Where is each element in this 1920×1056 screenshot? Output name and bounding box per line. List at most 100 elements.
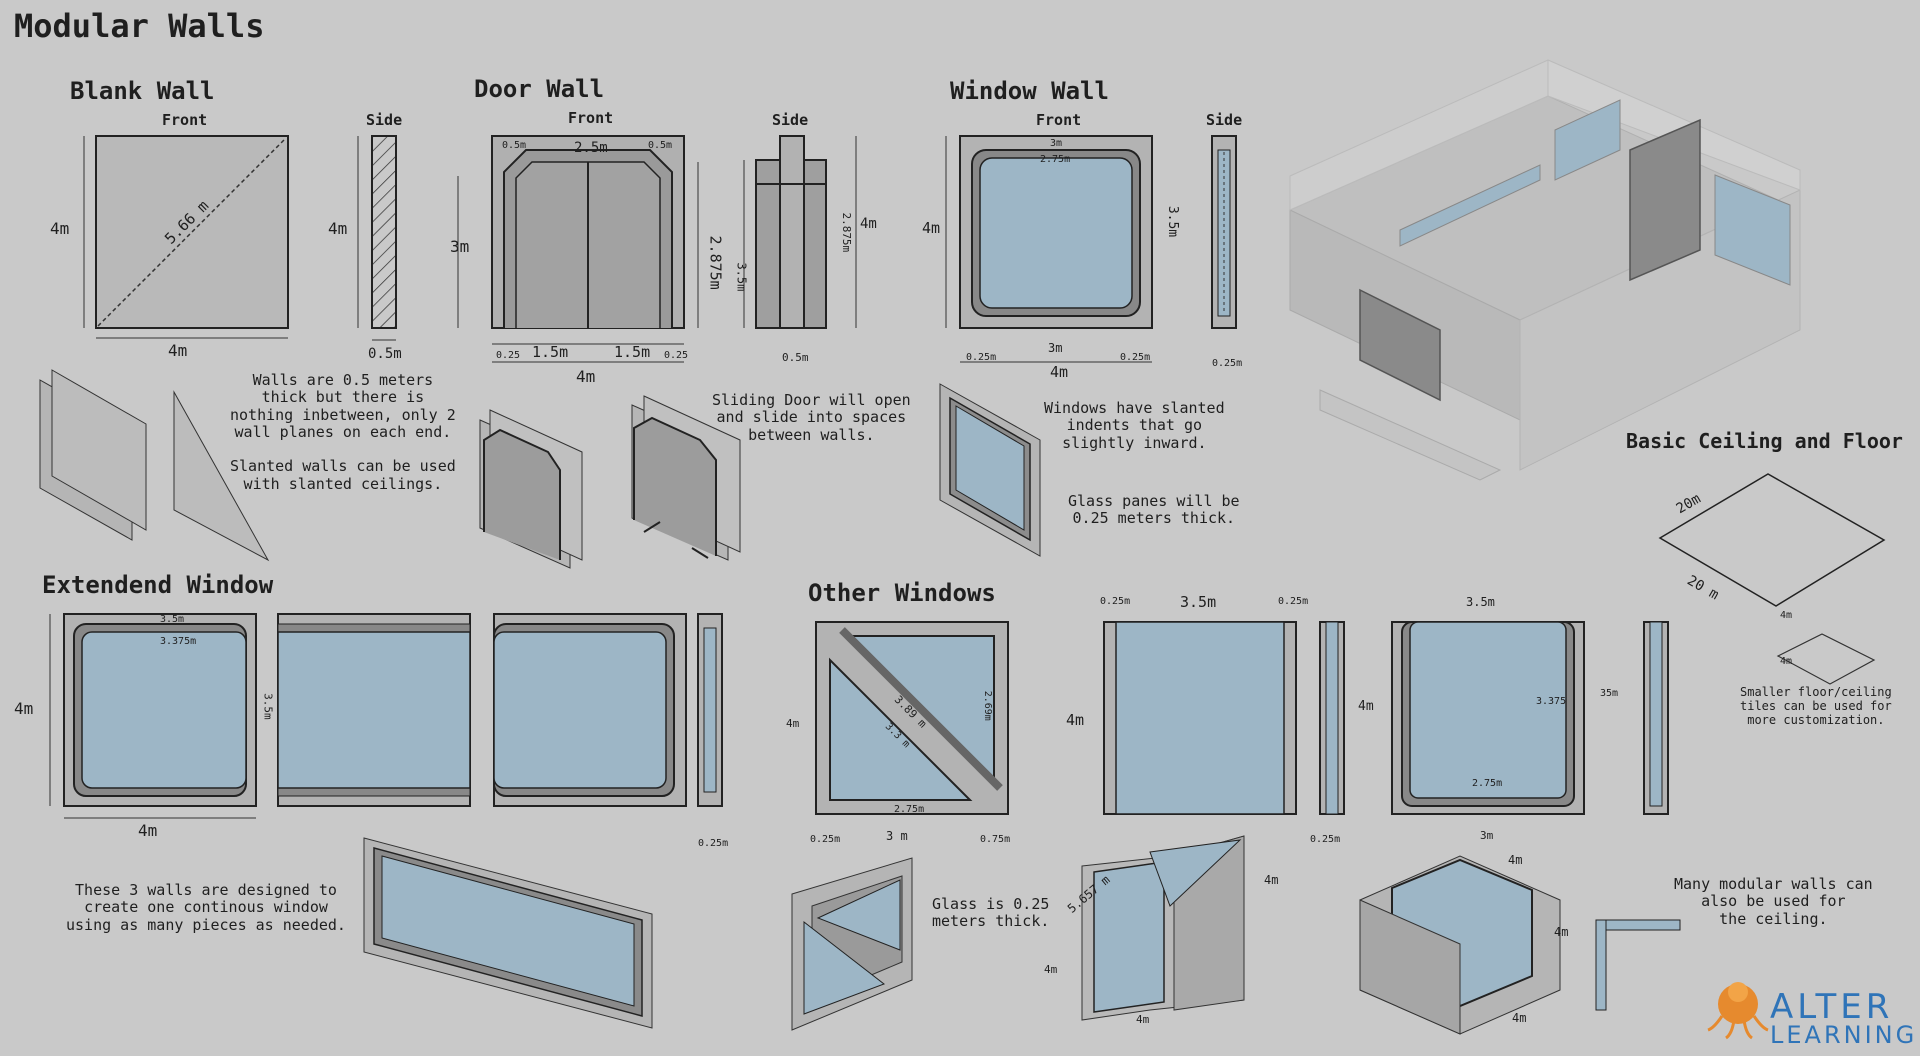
square-window-top: 3.5m bbox=[1180, 593, 1217, 611]
triangle-window-iso bbox=[791, 857, 913, 1031]
extended-window-title: Extendend Window bbox=[42, 571, 274, 599]
square-window-height: 4m bbox=[1066, 711, 1085, 729]
door-wall-front bbox=[457, 135, 699, 363]
window-wall-height: 4m bbox=[922, 219, 941, 237]
window-wall-side bbox=[1211, 135, 1237, 329]
extended-window-height: 4m bbox=[14, 699, 34, 718]
square-window-side bbox=[1319, 621, 1345, 815]
page-title: Modular Walls bbox=[14, 7, 265, 45]
corner-window-height: 4m bbox=[1554, 925, 1569, 939]
door-wall-side-height: 3.5m bbox=[734, 262, 749, 292]
blank-wall-side-height: 4m bbox=[328, 219, 348, 238]
framed-window-right: 35m bbox=[1600, 688, 1619, 699]
door-wall-note: Sliding Door will open and slide into sp… bbox=[712, 391, 911, 444]
other-windows-bottom: 2.75m bbox=[894, 804, 925, 815]
framed-window-total: 3m bbox=[1480, 829, 1494, 842]
triangle-window-front bbox=[815, 621, 1009, 815]
door-wall-edge-right: 0.25 bbox=[664, 350, 689, 361]
framed-window-top: 3.5m bbox=[1466, 595, 1495, 609]
slanted-window-side: 4m bbox=[1044, 963, 1058, 976]
window-wall-top: 3m bbox=[1050, 138, 1063, 149]
extended-window-side: 3.5m bbox=[261, 693, 275, 720]
extended-window-note: These 3 walls are designed to create one… bbox=[66, 881, 346, 934]
blank-wall-thickness: 0.5m bbox=[368, 346, 402, 362]
blank-wall-side bbox=[357, 135, 397, 341]
door-wall-title: Door Wall bbox=[474, 75, 605, 103]
blank-wall-height: 4m bbox=[50, 219, 70, 238]
window-wall-edge-left: 0.25m bbox=[966, 352, 997, 363]
door-wall-front-label: Front bbox=[568, 109, 614, 127]
extended-window-inner-top: 3.375m bbox=[160, 636, 197, 647]
ceiling-small-width: 4m bbox=[1780, 610, 1793, 621]
extended-window-width: 4m bbox=[138, 821, 158, 840]
other-windows-height: 4m bbox=[786, 717, 800, 730]
door-wall-side-label: Side bbox=[772, 111, 809, 129]
blank-wall-title: Blank Wall bbox=[70, 77, 215, 105]
door-wall-side-thickness: 0.5m bbox=[782, 351, 809, 364]
logo-word-alter: ALTER bbox=[1770, 987, 1894, 1027]
window-wall-inner: 3.5m bbox=[1165, 205, 1181, 238]
window-wall-iso bbox=[939, 383, 1041, 557]
window-wall-side-thickness: 0.25m bbox=[1212, 358, 1243, 369]
square-window-edge-left: 0.25m bbox=[1100, 596, 1131, 607]
window-wall-front bbox=[945, 135, 1153, 363]
framed-window-side bbox=[1643, 621, 1669, 815]
blank-wall-side-label: Side bbox=[366, 111, 403, 129]
blank-wall-front-label: Front bbox=[162, 111, 208, 129]
door-wall-height: 3m bbox=[450, 237, 470, 256]
window-wall-edge-right: 0.25m bbox=[1120, 352, 1151, 363]
other-windows-glass-note: Glass is 0.25 meters thick. bbox=[932, 895, 1050, 931]
other-windows-inner-side: 2.69m bbox=[981, 690, 993, 721]
door-wall-iso bbox=[479, 395, 741, 569]
other-windows-edge-left: 0.25m bbox=[810, 834, 841, 845]
square-window-edge-right: 0.25m bbox=[1278, 596, 1309, 607]
framed-window-height: 4m bbox=[1358, 699, 1374, 714]
other-windows-total-bottom: 3 m bbox=[886, 829, 908, 843]
square-window-front bbox=[1103, 621, 1297, 815]
door-wall-side-total: 4m bbox=[860, 216, 877, 232]
door-wall-inner-height: 2.875m bbox=[706, 235, 725, 290]
corner-window-width: 4m bbox=[1508, 853, 1523, 867]
door-wall-side bbox=[743, 135, 857, 329]
door-wall-top-left: 0.5m bbox=[502, 140, 527, 151]
window-wall-side-label: Side bbox=[1206, 111, 1243, 129]
ceiling-floor-title: Basic Ceiling and Floor bbox=[1626, 429, 1903, 453]
blank-wall-width: 4m bbox=[168, 341, 188, 360]
door-wall-side-inner: 2.875m bbox=[840, 212, 854, 253]
framed-window-front bbox=[1391, 621, 1585, 815]
window-wall-note-glass: Glass panes will be 0.25 meters thick. bbox=[1068, 492, 1240, 528]
door-wall-edge-left: 0.25 bbox=[496, 350, 521, 361]
extended-window-panels bbox=[49, 613, 723, 819]
ceiling-small-depth: 4m bbox=[1780, 656, 1793, 667]
blank-wall-iso bbox=[39, 369, 270, 562]
ceiling-corner-piece bbox=[1595, 919, 1681, 1011]
extended-window-side-thickness: 0.25m bbox=[698, 838, 729, 849]
window-wall-title: Window Wall bbox=[950, 77, 1109, 105]
logo-word-learning: LEARNING bbox=[1770, 1021, 1918, 1049]
door-wall-top-width: 2.5m bbox=[574, 140, 608, 156]
slanted-window-width: 4m bbox=[1136, 1013, 1150, 1026]
door-wall-opening-right: 1.5m bbox=[614, 343, 651, 361]
window-wall-width: 4m bbox=[1050, 363, 1069, 381]
ceiling-walls-note: Many modular walls can also be used for … bbox=[1674, 875, 1873, 928]
extended-window-top: 3.5m bbox=[160, 614, 185, 625]
door-wall-opening-left: 1.5m bbox=[532, 343, 569, 361]
slanted-window-iso bbox=[1081, 835, 1245, 1021]
window-wall-note-indent: Windows have slanted indents that go sli… bbox=[1044, 399, 1225, 452]
other-windows-edge-right: 0.75m bbox=[980, 834, 1011, 845]
blank-wall-note: Walls are 0.5 meters thick but there is … bbox=[230, 371, 456, 493]
window-wall-bottom: 3m bbox=[1048, 341, 1063, 355]
door-wall-width: 4m bbox=[576, 367, 596, 386]
room-isometric bbox=[1288, 59, 1801, 481]
ceiling-floor-tiles bbox=[1658, 473, 1886, 685]
framed-window-bottom: 2.75m bbox=[1472, 778, 1503, 789]
square-window-thickness: 0.25m bbox=[1310, 834, 1341, 845]
extended-window-iso bbox=[363, 837, 653, 1029]
window-wall-front-label: Front bbox=[1036, 111, 1082, 129]
other-windows-title: Other Windows bbox=[808, 579, 996, 607]
door-wall-top-right: 0.5m bbox=[648, 140, 673, 151]
window-wall-inner-top: 2.75m bbox=[1040, 154, 1071, 165]
framed-window-side: 3.375 bbox=[1536, 696, 1567, 707]
blank-wall-front bbox=[83, 135, 289, 339]
